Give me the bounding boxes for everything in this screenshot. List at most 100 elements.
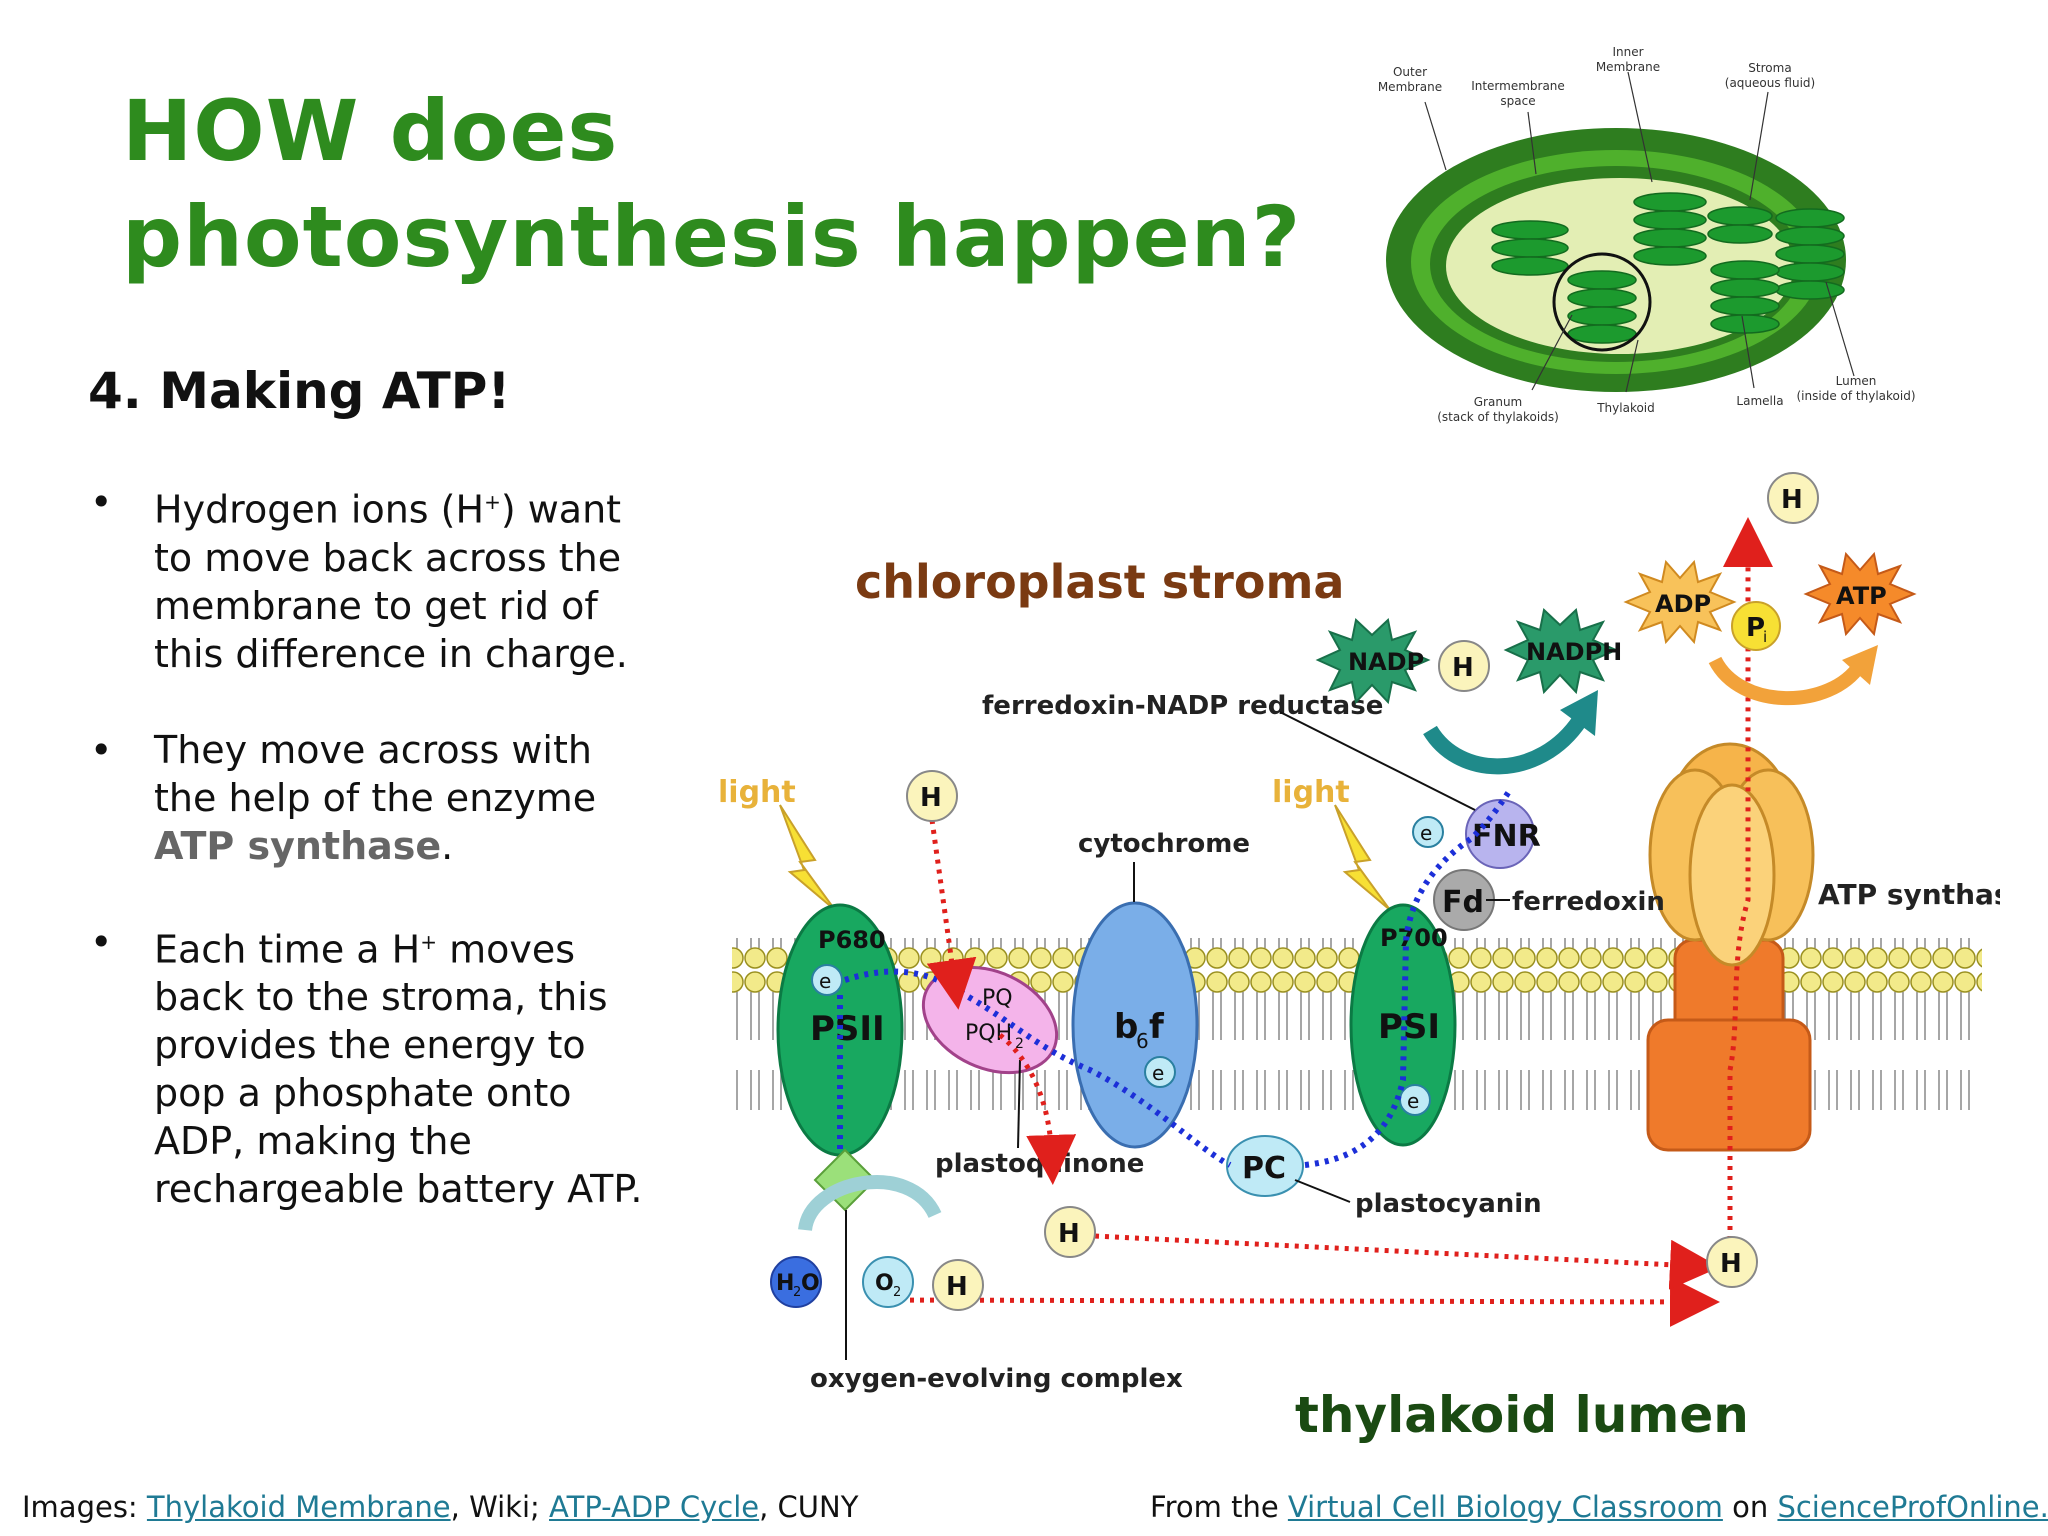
fnr-full-label: ferredoxin-NADP reductase xyxy=(982,691,1383,721)
stroma-label: (aqueous fluid) xyxy=(1725,76,1815,90)
proton-tokens xyxy=(906,472,1819,1311)
proton-path xyxy=(1094,1233,1720,1290)
oxygen-subscript: 2 xyxy=(893,1285,901,1300)
atp-synthase xyxy=(1646,742,1815,1152)
outer-membrane-label: Outer xyxy=(1393,65,1427,79)
oxygen-o: O xyxy=(875,1271,894,1296)
superscript: + xyxy=(420,929,437,954)
granum-label: Granum xyxy=(1474,395,1523,409)
psi-label: PSI xyxy=(1378,1007,1440,1047)
water-molecule xyxy=(770,1256,822,1308)
atp-synthase-label: ATP synthase xyxy=(1818,878,2000,911)
bullet-text: moves back to the stroma, this provides … xyxy=(154,927,643,1212)
p700-label: P700 xyxy=(1380,924,1448,952)
proton-label: H xyxy=(1452,653,1474,683)
nadp-burst xyxy=(1315,618,1431,705)
inner-membrane-label: Inner xyxy=(1612,45,1643,59)
b6f-subscript: 6 xyxy=(1136,1029,1149,1053)
bullet-item: • They move across with the help of the … xyxy=(82,726,652,870)
bullet-list: • Hydrogen ions (H+) want to move back a… xyxy=(82,478,652,1261)
proton-label: H xyxy=(1781,485,1803,515)
title-line-1: HOW does xyxy=(122,82,619,180)
phosphorylation-arrow xyxy=(1708,656,1866,706)
b6f-f: f xyxy=(1149,1007,1165,1047)
footer-text: From the xyxy=(1150,1490,1288,1524)
adp-burst xyxy=(1623,559,1737,645)
proton-label: H xyxy=(920,783,942,813)
proton-label: H xyxy=(1720,1249,1742,1279)
lightning-icon xyxy=(779,804,836,911)
psii-label: PSII xyxy=(810,1009,885,1049)
thylakoid-membrane-link[interactable]: Thylakoid Membrane xyxy=(146,1490,451,1524)
plastoquinone-label: plastoquinone xyxy=(935,1149,1144,1179)
pqh-subscript: 2 xyxy=(1015,1036,1024,1052)
stroma-label: Stroma xyxy=(1748,61,1791,75)
superscript: + xyxy=(484,490,501,514)
bullet-text: ) want to move back across the membrane … xyxy=(154,487,628,676)
water-h: H xyxy=(776,1271,794,1296)
label-leaders xyxy=(1424,71,1855,393)
cytochrome-label: cytochrome xyxy=(1078,829,1250,859)
ferredoxin-label: ferredoxin xyxy=(1512,887,1665,917)
electron-tokens xyxy=(811,816,1444,1116)
lumen-label: Lumen xyxy=(1836,374,1877,388)
electron-label: e xyxy=(1407,1089,1419,1113)
granum-label: (stack of thylakoids) xyxy=(1437,410,1559,424)
proton-path xyxy=(998,1033,1077,1185)
adp-label: ADP xyxy=(1655,590,1711,618)
bullet-text: They move across with the help of the en… xyxy=(154,727,597,820)
thylakoid-stacks xyxy=(1491,192,1845,344)
photosystem-i xyxy=(1349,903,1457,1147)
chloroplast-diagram: Outer Membrane Intermembrane space Inner… xyxy=(1378,45,1916,424)
intermembrane-label: Intermembrane xyxy=(1471,79,1565,93)
arrowhead-icon xyxy=(1560,690,1598,736)
nadp-label: NADP xyxy=(1348,648,1424,676)
granum-highlight-circle xyxy=(1552,252,1652,352)
oxygen-molecule xyxy=(862,1256,914,1308)
water-o: O xyxy=(801,1271,820,1296)
lumen-label: (inside of thylakoid) xyxy=(1797,389,1916,403)
bullet-glyph: • xyxy=(90,727,113,772)
slide-subtitle: 4. Making ATP! xyxy=(88,362,511,420)
p680-label: P680 xyxy=(818,926,886,954)
water-splitting-arrow xyxy=(798,1175,942,1232)
lightning-icon xyxy=(1334,804,1391,911)
footer-text: , Wiki; xyxy=(450,1490,550,1524)
electron-label: e xyxy=(1420,821,1432,845)
b6f-b: b xyxy=(1114,1007,1138,1047)
electron-label: e xyxy=(1152,1061,1164,1085)
scienceprofonline-link[interactable]: ScienceProfOnline.com xyxy=(1777,1490,2048,1524)
light-label-1: light xyxy=(718,775,796,810)
proton-label: H xyxy=(946,1272,968,1302)
thylakoid-membrane-diagram: chloroplast stroma thylakoid lumen light… xyxy=(718,472,2000,1444)
bullet-glyph: • xyxy=(90,919,113,964)
footer-text: , CUNY xyxy=(759,1490,859,1524)
stroma-region-label: chloroplast stroma xyxy=(855,555,1344,609)
bullet-text: . xyxy=(441,823,454,868)
thylakoid-label: Thylakoid xyxy=(1596,401,1655,415)
bullet-item: • Hydrogen ions (H+) want to move back a… xyxy=(82,478,652,678)
proton-path xyxy=(926,819,977,1010)
footer-source-credit: From the Virtual Cell Biology Classroom … xyxy=(1150,1490,2048,1524)
phosphate-subscript: i xyxy=(1763,628,1767,646)
proton-label: H xyxy=(1058,1219,1080,1249)
bullet-text: Hydrogen ions (H xyxy=(154,487,485,532)
bullet-text: Each time a H xyxy=(154,927,421,972)
arrowhead-icon xyxy=(1842,645,1878,685)
intermembrane-label: space xyxy=(1500,94,1535,108)
phosphate-label: P xyxy=(1746,613,1765,643)
oec-label: oxygen-evolving complex xyxy=(810,1364,1183,1394)
atp-adp-cycle-link[interactable]: ATP-ADP Cycle xyxy=(549,1490,760,1524)
virtual-cell-biology-link[interactable]: Virtual Cell Biology Classroom xyxy=(1287,1490,1723,1524)
light-label-2: light xyxy=(1272,775,1350,810)
nadph-label: NADPH xyxy=(1526,638,1622,666)
outer-membrane-label: Membrane xyxy=(1378,80,1442,94)
atp-label: ATP xyxy=(1836,582,1887,610)
slide-title: HOW does photosynthesis happen? xyxy=(122,78,1300,290)
phosphate-token xyxy=(1731,601,1781,651)
pc-label: PC xyxy=(1242,1151,1286,1186)
electron-label: e xyxy=(819,969,831,993)
highlight-term: ATP synthase xyxy=(154,823,442,868)
proton-path xyxy=(879,1276,1720,1327)
water-subscript: 2 xyxy=(793,1285,801,1300)
